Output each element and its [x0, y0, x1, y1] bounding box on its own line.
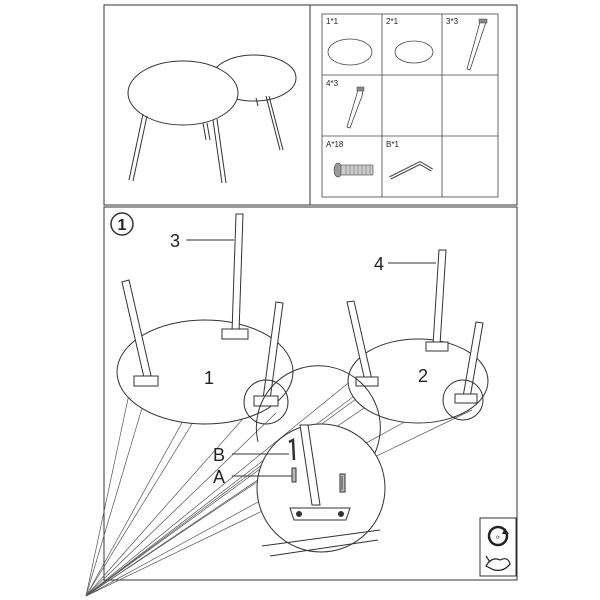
- part-long-leg: 3*3: [446, 17, 488, 71]
- step-marker: 1: [110, 212, 134, 236]
- tighten-instruction-box: ⟳: [479, 517, 517, 577]
- part-screw: A*18: [326, 140, 374, 178]
- part-short-leg: 4*3: [326, 79, 365, 129]
- hand-tighten-icon: [485, 555, 511, 571]
- part-small-tabletop: 2*1: [386, 17, 434, 64]
- part-a-qty: A*18: [326, 140, 344, 149]
- part-4-qty: 4*3: [326, 79, 339, 88]
- callout-screw: A: [213, 467, 225, 487]
- parts-grid: [321, 13, 499, 198]
- rotate-icon: ⟳: [487, 525, 509, 547]
- part-large-tabletop: 1*1: [326, 17, 373, 66]
- part-3-qty: 3*3: [446, 17, 459, 26]
- assembly-large-table: [116, 213, 294, 425]
- overview-drawing: [127, 54, 297, 184]
- part-allen-key: B*1: [386, 140, 433, 180]
- sheet-frame: [103, 4, 518, 581]
- step-number: 1: [118, 217, 127, 234]
- callout-short-leg: 4: [374, 254, 384, 274]
- assembly-small-table: [346, 249, 489, 424]
- callout-long-leg: 3: [170, 231, 180, 251]
- part-1-qty: 1*1: [326, 17, 339, 26]
- perspective-lines: [85, 335, 473, 597]
- part-b-qty: B*1: [386, 140, 399, 149]
- svg-text:⟳: ⟳: [496, 535, 501, 541]
- callout-large-tabletop: 1: [204, 368, 214, 388]
- part-2-qty: 2*1: [386, 17, 399, 26]
- callout-allen-key: B: [213, 445, 225, 465]
- detail-view: [255, 365, 386, 557]
- callout-leaders: [186, 239, 436, 477]
- callout-small-tabletop: 2: [418, 366, 428, 386]
